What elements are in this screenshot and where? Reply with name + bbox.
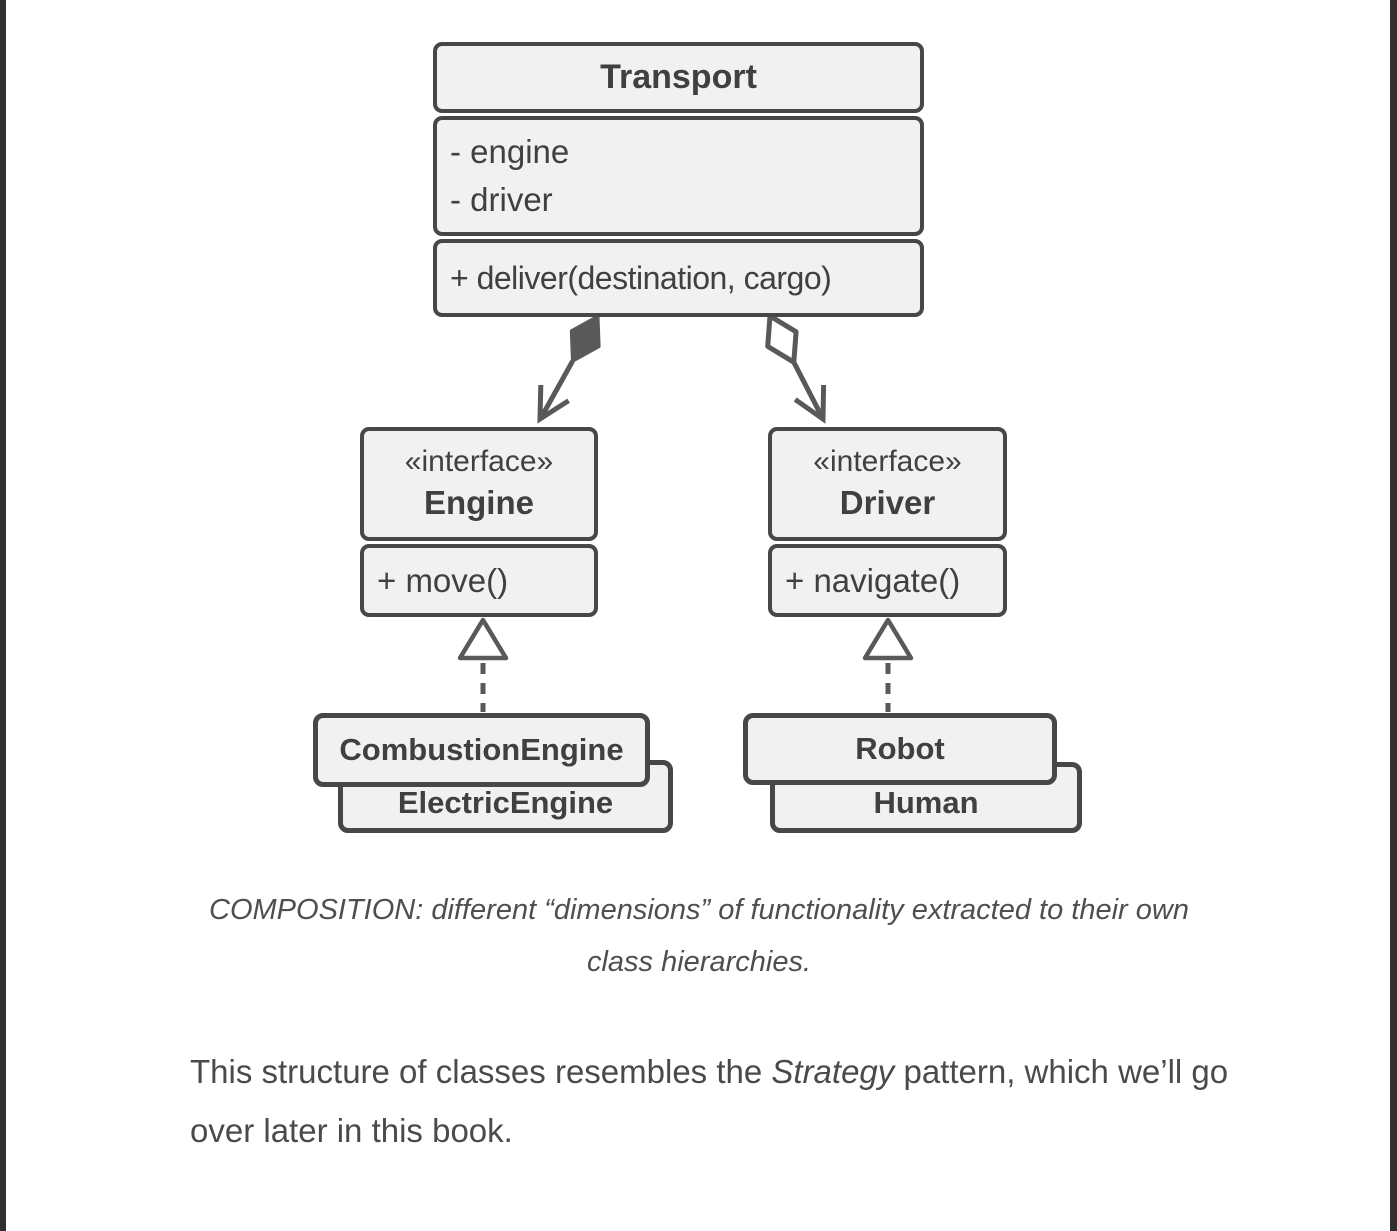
class-combustion-engine-title: CombustionEngine — [339, 732, 624, 767]
interface-engine: «interface» Engine + move() — [360, 427, 598, 617]
paragraph-text-after: pattern, which we’ll go over later in th… — [190, 1053, 1229, 1149]
left-edge-bar — [0, 0, 6, 1231]
body-paragraph: This structure of classes resembles the … — [190, 1042, 1235, 1160]
aggregation-diamond-icon — [765, 313, 799, 365]
right-edge-bar — [1390, 0, 1397, 1231]
class-robot-title: Robot — [855, 731, 945, 766]
method-navigate: + navigate() — [785, 561, 961, 599]
paragraph-text-before: This structure of classes resembles the — [190, 1053, 772, 1090]
class-transport: Transport - engine - driver + deliver(de… — [433, 42, 924, 317]
aggregation-arrowhead-icon — [793, 384, 827, 424]
interface-engine-title: Engine — [423, 484, 534, 521]
interface-engine-stereotype: «interface» — [404, 445, 554, 478]
class-transport-title: Transport — [600, 58, 757, 96]
class-transport-title-compartment: Transport — [433, 42, 924, 113]
realization-triangle-driver-icon — [862, 617, 914, 661]
interface-driver-title: Driver — [839, 484, 936, 521]
class-electric-engine-title: ElectricEngine — [397, 785, 614, 820]
interface-driver: «interface» Driver + navigate() — [768, 427, 1007, 617]
aggregation-line — [791, 361, 824, 417]
interface-engine-methods-compartment: + move() — [360, 544, 598, 617]
method-move: + move() — [377, 561, 509, 599]
realization-triangle-engine-icon — [457, 617, 509, 661]
interface-driver-header: «interface» Driver — [768, 427, 1007, 541]
class-transport-fields-compartment: - engine - driver — [433, 116, 924, 236]
class-transport-methods-compartment: + deliver(destination, cargo) — [433, 239, 924, 317]
paragraph-italic-strategy: Strategy — [771, 1053, 895, 1090]
composition-diamond-icon — [569, 314, 601, 363]
figure-caption: COMPOSITION: different “dimensions” of f… — [209, 894, 1189, 978]
field-engine: - engine — [450, 133, 570, 170]
interface-engine-header: «interface» Engine — [360, 427, 598, 541]
class-robot: Robot — [743, 713, 1057, 785]
class-human-title: Human — [873, 785, 979, 820]
method-deliver: + deliver(destination, cargo) — [450, 260, 832, 296]
field-driver: - driver — [450, 181, 553, 218]
interface-driver-methods-compartment: + navigate() — [768, 544, 1007, 617]
interface-driver-stereotype: «interface» — [813, 445, 962, 478]
composition-line — [539, 360, 575, 418]
class-combustion-engine: CombustionEngine — [313, 713, 650, 787]
composition-arrowhead-icon — [537, 384, 570, 424]
